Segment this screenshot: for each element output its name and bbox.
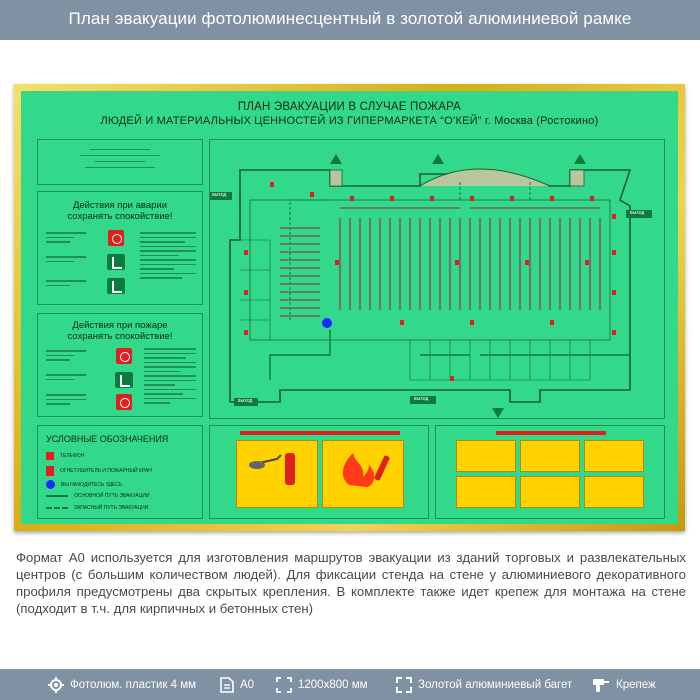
legend-panel: УСЛОВНЫЕ ОБОЗНАЧЕНИЯ ТЕЛЕФОН ОГНЕТУШИТЕЛ…	[37, 425, 203, 519]
legend-item-main-route: ОСНОВНОЙ ПУТЬ ЭВАКУАЦИИ	[46, 493, 149, 499]
page-title: План эвакуации фотолюминесцентный в золо…	[68, 9, 632, 28]
approval-block	[37, 139, 203, 185]
reserve-route-arrow-icon	[46, 507, 68, 509]
exit-label-bottom: выход	[414, 396, 429, 402]
instruction-card-1	[236, 440, 318, 508]
phone-sign-icon	[108, 230, 124, 246]
spec-mount: Крепеж	[592, 669, 656, 700]
fire-extinguisher-icon	[249, 453, 295, 485]
accident-heading-1: Действия при аварии	[72, 200, 168, 211]
page-header: План эвакуации фотолюминесцентный в золо…	[0, 0, 700, 40]
legend-item-reserve-route: ЗАПАСНЫЙ ПУТЬ ЭВАКУАЦИИ	[46, 505, 148, 511]
fire-actions-panel: Действия при пожаре сохранять спокойстви…	[37, 313, 203, 417]
plan-title-line2: ЛЮДЕЙ И МАТЕРИАЛЬНЫХ ЦЕННОСТЕЙ ИЗ ГИПЕРМ…	[100, 115, 599, 127]
plan-title-line1: ПЛАН ЭВАКУАЦИИ В СЛУЧАЕ ПОЖАРА	[237, 101, 462, 113]
rule-card-4	[456, 476, 516, 508]
phone-sign-icon	[116, 348, 132, 364]
product-image-gold-frame[interactable]: ПЛАН ЭВАКУАЦИИ В СЛУЧАЕ ПОЖАРА ЛЮДЕЙ И М…	[14, 84, 685, 531]
rules-heading	[496, 431, 606, 435]
rule-card-5	[520, 476, 580, 508]
document-icon	[220, 676, 234, 693]
accident-heading-2: сохранять спокойствие!	[67, 211, 173, 222]
rule-card-6	[584, 476, 644, 508]
gear-icon	[48, 676, 64, 693]
exit-sign-icon	[115, 372, 133, 388]
legend-item-extinguisher: ОГНЕТУШИТЕЛЬ И ПОЖАРНЫЙ КРАН	[46, 466, 152, 476]
main-route-arrow-icon	[46, 495, 68, 497]
frame-corners-icon	[396, 676, 412, 693]
accident-actions-panel: Действия при аварии сохранять спокойстви…	[37, 191, 203, 305]
extinguisher-instructions-heading	[240, 431, 400, 435]
fire-heading-2: сохранять спокойствие!	[67, 331, 173, 342]
exit-label-left: выход	[212, 192, 227, 198]
evacuation-plan-board: ПЛАН ЭВАКУАЦИИ В СЛУЧАЕ ПОЖАРА ЛЮДЕЙ И М…	[21, 91, 678, 524]
exit-sign-icon	[107, 254, 125, 270]
expand-arrows-icon	[276, 676, 292, 693]
fire-heading-1: Действия при пожаре	[72, 320, 168, 331]
rule-card-2	[520, 440, 580, 472]
rules-panel	[435, 425, 665, 519]
extinguisher-instructions-panel	[209, 425, 429, 519]
rule-card-3	[584, 440, 644, 472]
spec-frame: Золотой алюминиевый багет	[396, 669, 572, 700]
you-are-here-icon	[46, 480, 55, 489]
flame-icon	[342, 453, 390, 487]
floor-plan-area: выход выход выход выход	[209, 139, 665, 419]
spec-format: А0	[220, 669, 254, 700]
spec-size: 1200x800 мм	[276, 669, 368, 700]
legend-item-phone: ТЕЛЕФОН	[46, 452, 84, 460]
exit-label-bottom-left: выход	[238, 398, 253, 404]
product-specs-bar: Фотолюм. пластик 4 мм А0 1200x800 мм Зол…	[0, 669, 700, 700]
legend-title: УСЛОВНЫЕ ОБОЗНАЧЕНИЯ	[46, 434, 169, 444]
drill-icon	[593, 678, 609, 692]
phone-icon	[46, 452, 54, 460]
instruction-card-2	[322, 440, 404, 508]
rule-card-1	[456, 440, 516, 472]
spec-material: Фотолюм. пластик 4 мм	[48, 669, 196, 700]
extinguisher-icon	[46, 466, 54, 476]
extinguisher-sign-icon	[116, 394, 132, 410]
legend-item-you-are-here: ВЫ НАХОДИТЕСЬ ЗДЕСЬ	[46, 480, 122, 489]
product-description: Формат А0 используется для изготовления …	[16, 550, 686, 616]
exit-label-right: выход	[630, 210, 645, 216]
evacuation-sign-icon	[107, 278, 125, 294]
floor-plan-drawing	[210, 154, 652, 418]
